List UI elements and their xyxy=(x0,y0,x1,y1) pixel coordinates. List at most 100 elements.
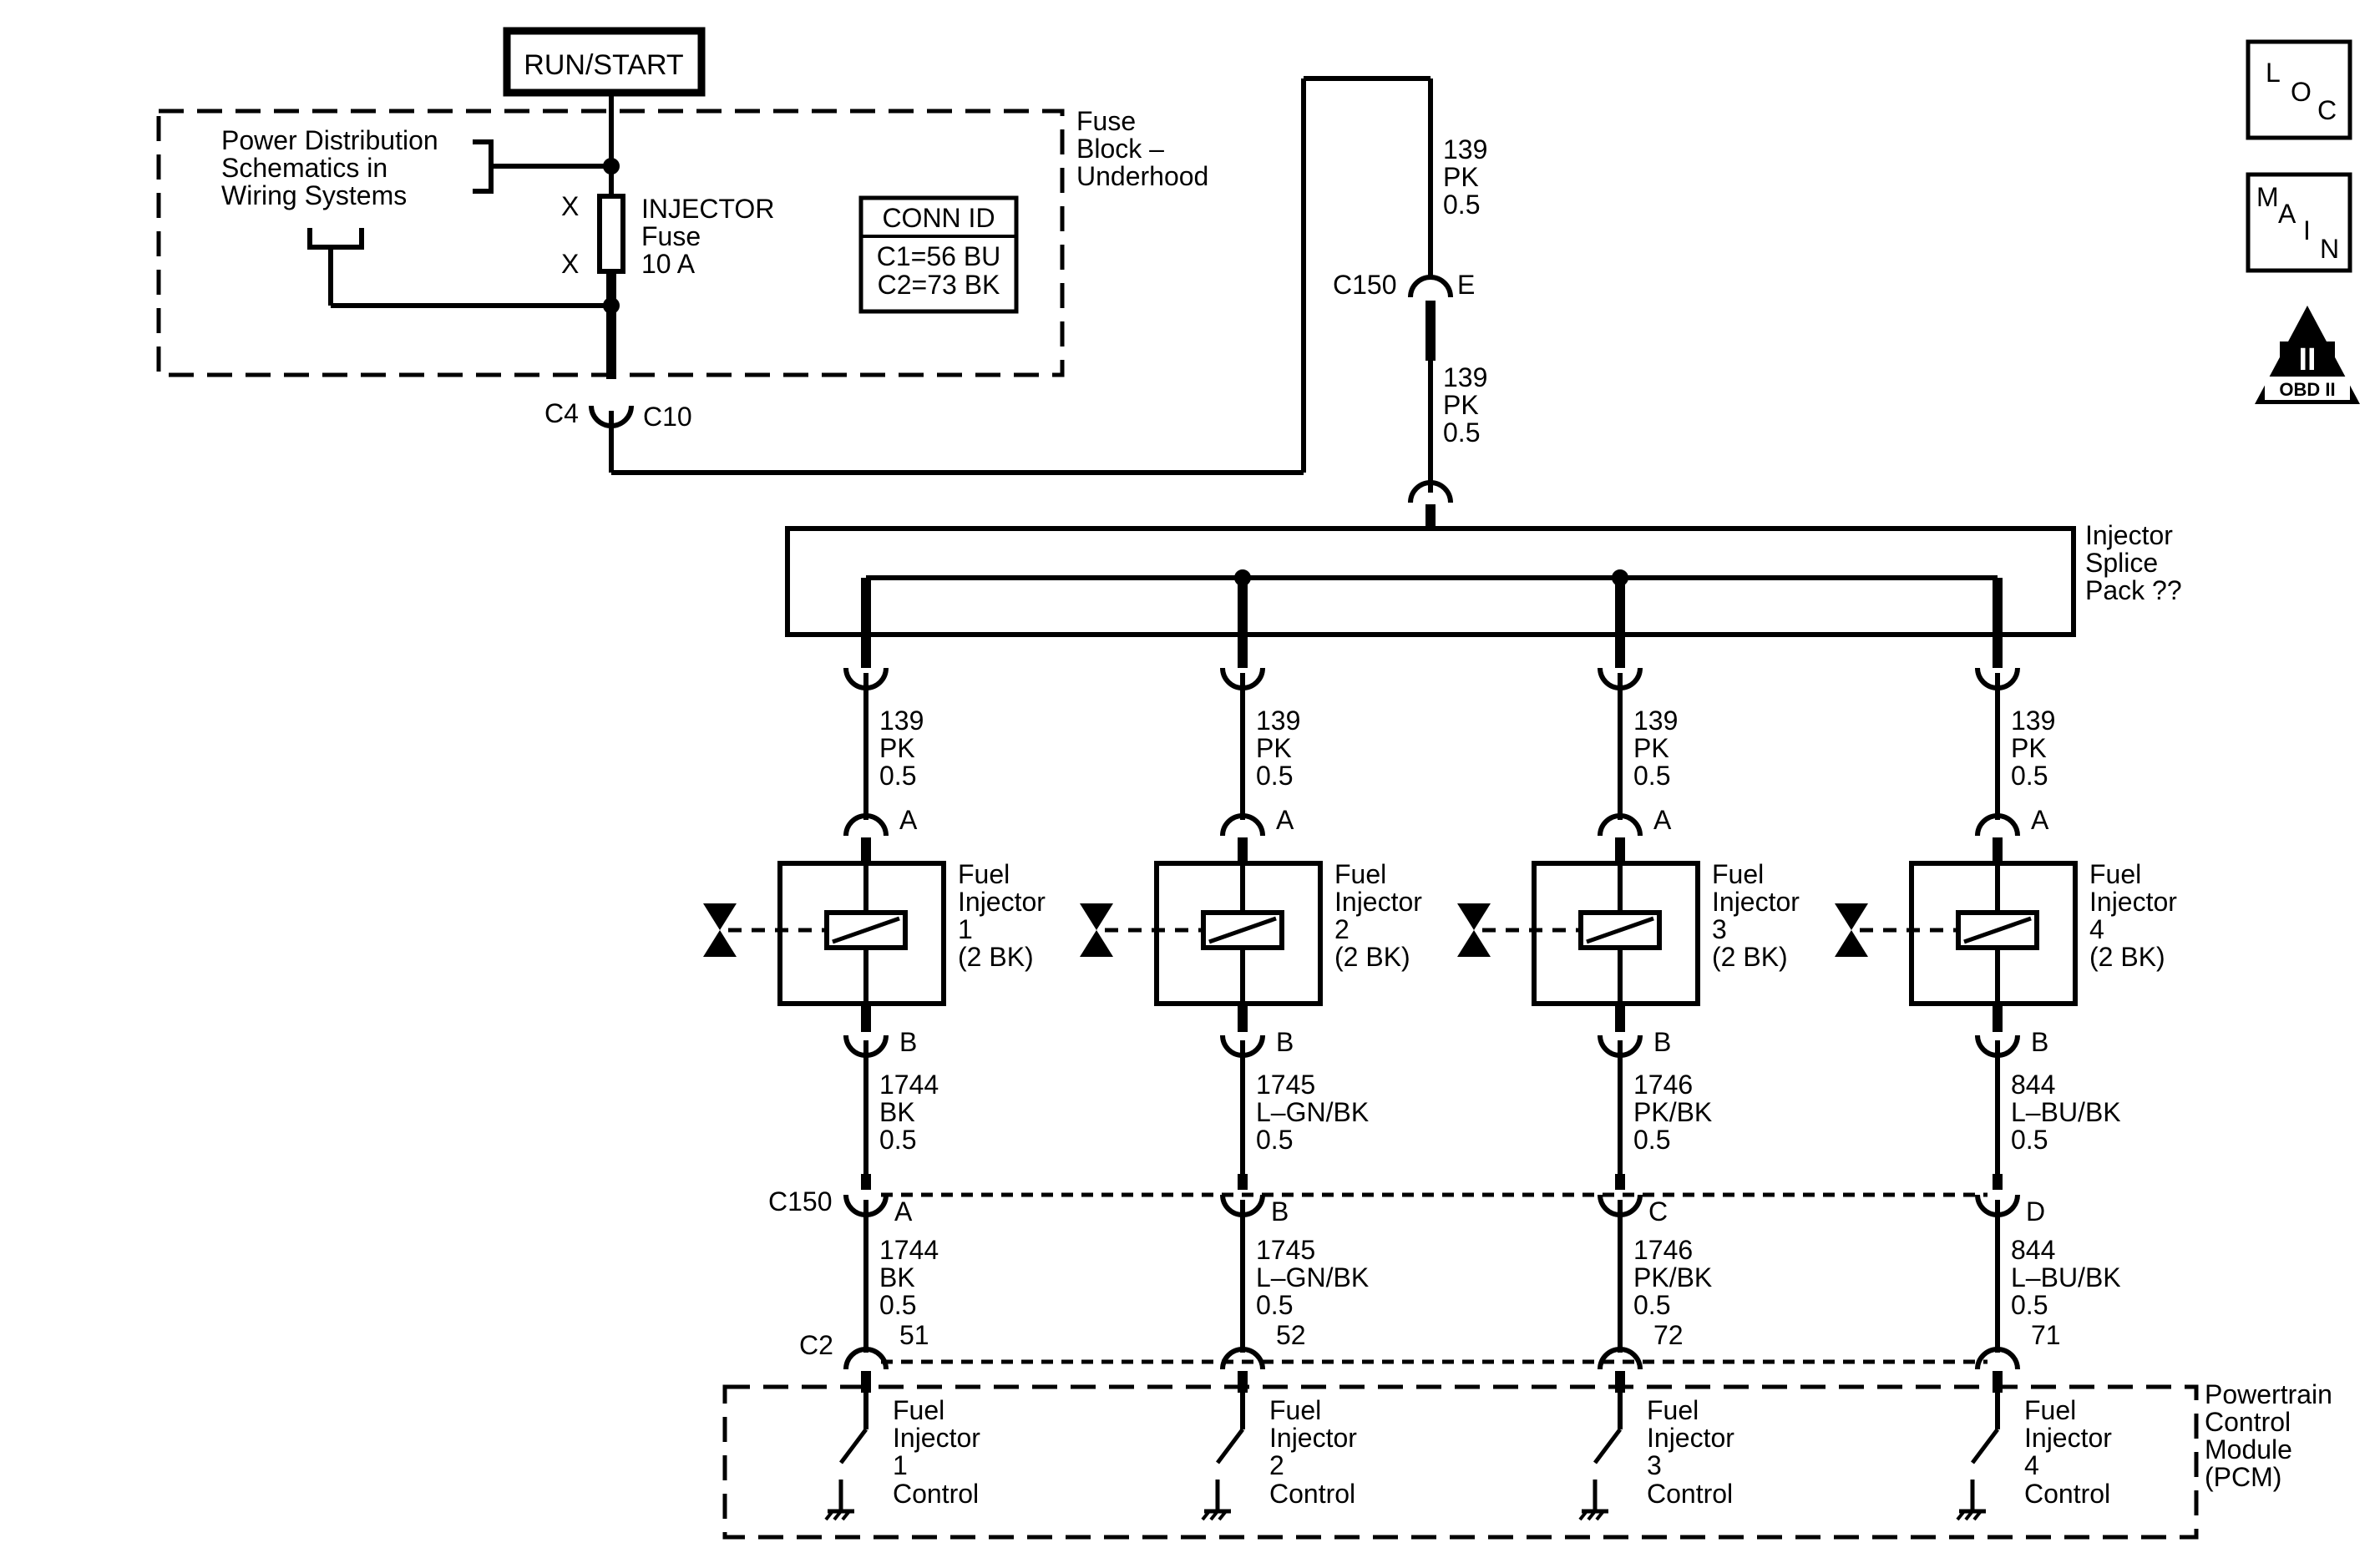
injector-4-pin-b: B xyxy=(2031,1027,2048,1057)
injector-2-control-circuit-bottom: 1745 xyxy=(1256,1235,1315,1265)
pcm-control-1-number: 1 xyxy=(893,1450,908,1480)
injector-2-pin-a: A xyxy=(1276,805,1294,835)
injector-1-pin-a: A xyxy=(899,805,918,835)
power-dist-ref-line3: Wiring Systems xyxy=(221,180,407,210)
injector-4-control-size-bottom: 0.5 xyxy=(2011,1290,2048,1320)
injector-4-label-injector: Injector xyxy=(2089,887,2177,917)
fuse-pin-mark-top: X xyxy=(561,191,579,221)
injector-1-supply-size: 0.5 xyxy=(879,761,916,791)
injector-1-label-fuel: Fuel xyxy=(958,859,1010,889)
main-letter-n: N xyxy=(2320,234,2339,264)
injector-3-label-fuel: Fuel xyxy=(1712,859,1764,889)
injector-3-valve-icon xyxy=(1457,903,1491,930)
pcm-label-line3: Module xyxy=(2205,1434,2292,1464)
pcm-control-4-control: Control xyxy=(2024,1479,2110,1509)
obd-numeral: II xyxy=(2298,342,2316,377)
loc-button[interactable]: L O C xyxy=(2246,39,2352,140)
main-letter-i: I xyxy=(2303,215,2311,245)
injector-2-pin-b: B xyxy=(1276,1027,1294,1057)
pcm-control-2-number: 2 xyxy=(1269,1450,1284,1480)
pcm-control-3-injector: Injector xyxy=(1647,1423,1734,1453)
injector-1-control-circuit-bottom: 1744 xyxy=(879,1235,939,1265)
injector-1-pcm-pin: 51 xyxy=(899,1320,929,1350)
pcm-control-1-injector: Injector xyxy=(893,1423,980,1453)
connector-c150-top: C150 xyxy=(1333,270,1397,300)
pcm-control-3-number: 3 xyxy=(1647,1450,1662,1480)
pcm-control-2-injector: Injector xyxy=(1269,1423,1357,1453)
pcm-control-4-fuel: Fuel xyxy=(2024,1395,2076,1425)
injector-1-control-size-top: 0.5 xyxy=(879,1125,916,1155)
pcm-control-4-number: 4 xyxy=(2024,1450,2039,1480)
loc-letter-o: O xyxy=(2291,77,2312,107)
injector-2-label-injector: Injector xyxy=(1334,887,1422,917)
injector-3-supply-size: 0.5 xyxy=(1633,761,1670,791)
injector-2-supply-color: PK xyxy=(1256,733,1292,763)
pcm-control-1-fuel: Fuel xyxy=(893,1395,944,1425)
injector-4-control-color-top: L–BU/BK xyxy=(2011,1097,2121,1127)
pcm-control-2-control: Control xyxy=(1269,1479,1355,1509)
fuse-pin-mark-bottom: X xyxy=(561,249,579,279)
main-letter-a: A xyxy=(2278,199,2296,229)
run-start-box xyxy=(503,27,706,97)
injector-2-label-number: 2 xyxy=(1334,914,1350,944)
injector-1-supply-circuit: 139 xyxy=(879,706,924,736)
loc-letter-c: C xyxy=(2317,95,2337,125)
injector-2-control-color-bottom: L–GN/BK xyxy=(1256,1262,1369,1292)
injector-fuse-symbol xyxy=(597,194,625,274)
injector-2-control-size-top: 0.5 xyxy=(1256,1125,1293,1155)
fuse-type: Fuse xyxy=(641,221,701,251)
pcm-control-2-fuel: Fuel xyxy=(1269,1395,1321,1425)
injector-2-supply-circuit: 139 xyxy=(1256,706,1300,736)
run-start-label: RUN/START xyxy=(524,49,683,81)
injector-2-supply-size: 0.5 xyxy=(1256,761,1293,791)
conn-id-title: CONN ID xyxy=(882,203,995,233)
injector-2-label-wire: (2 BK) xyxy=(1334,942,1410,972)
injector-1-control-color-top: BK xyxy=(879,1097,915,1127)
injector-3-label-injector: Injector xyxy=(1712,887,1800,917)
conn-id-c2: C2=73 BK xyxy=(878,270,1000,300)
pcm-label-line2: Control xyxy=(2205,1407,2291,1437)
fuse-block-label-line1: Fuse xyxy=(1076,106,1136,136)
pcm-label-line4: (PCM) xyxy=(2205,1462,2281,1492)
feed-wire-size-top: 0.5 xyxy=(1443,190,1480,220)
injector-4-control-circuit-top: 844 xyxy=(2011,1070,2055,1100)
injector-3-supply-circuit: 139 xyxy=(1633,706,1678,736)
injector-1-label-number: 1 xyxy=(958,914,973,944)
injector-4-pcm-pin: 71 xyxy=(2031,1320,2061,1350)
feed-wire-circuit-top: 139 xyxy=(1443,134,1487,164)
fuse-block-label-line3: Underhood xyxy=(1076,161,1208,191)
injector-4-control-circuit-bottom: 844 xyxy=(2011,1235,2055,1265)
splice-pack-label-line1: Injector xyxy=(2085,520,2173,550)
main-button[interactable]: M A I N xyxy=(2246,172,2352,273)
injector-2-control-circuit-top: 1745 xyxy=(1256,1070,1315,1100)
splice-pack-box xyxy=(785,526,2076,637)
conn-id-box xyxy=(858,195,1019,314)
injector-2-label-fuel: Fuel xyxy=(1334,859,1386,889)
splice-pack-label-line3: Pack ?? xyxy=(2085,575,2182,605)
injector-2-pcm-pin: 52 xyxy=(1276,1320,1306,1350)
main-letter-m: M xyxy=(2256,182,2279,212)
injector-3-control-color-bottom: PK/BK xyxy=(1633,1262,1712,1292)
injector-3-pcm-pin: 72 xyxy=(1653,1320,1684,1350)
injector-1-label-wire: (2 BK) xyxy=(958,942,1034,972)
fuse-rating: 10 A xyxy=(641,249,696,279)
injector-1-control-circuit-top: 1744 xyxy=(879,1070,939,1100)
pcm-control-3-control: Control xyxy=(1647,1479,1733,1509)
pcm-control-3-fuel: Fuel xyxy=(1647,1395,1699,1425)
injector-4-label-wire: (2 BK) xyxy=(2089,942,2165,972)
injector-1-control-size-bottom: 0.5 xyxy=(879,1290,916,1320)
splice-pack-label-line2: Splice xyxy=(2085,548,2158,578)
feed-wire-size-bottom: 0.5 xyxy=(1443,417,1480,448)
loc-letter-l: L xyxy=(2266,58,2281,88)
injector-4-pin-a: A xyxy=(2031,805,2049,835)
pcm-control-1-control: Control xyxy=(893,1479,979,1509)
obd-ii-button[interactable]: II OBD II xyxy=(2255,306,2360,404)
injector-3-control-color-top: PK/BK xyxy=(1633,1097,1712,1127)
feed-wire-color-bottom: PK xyxy=(1443,390,1479,420)
injector-3-pin-b: B xyxy=(1653,1027,1671,1057)
